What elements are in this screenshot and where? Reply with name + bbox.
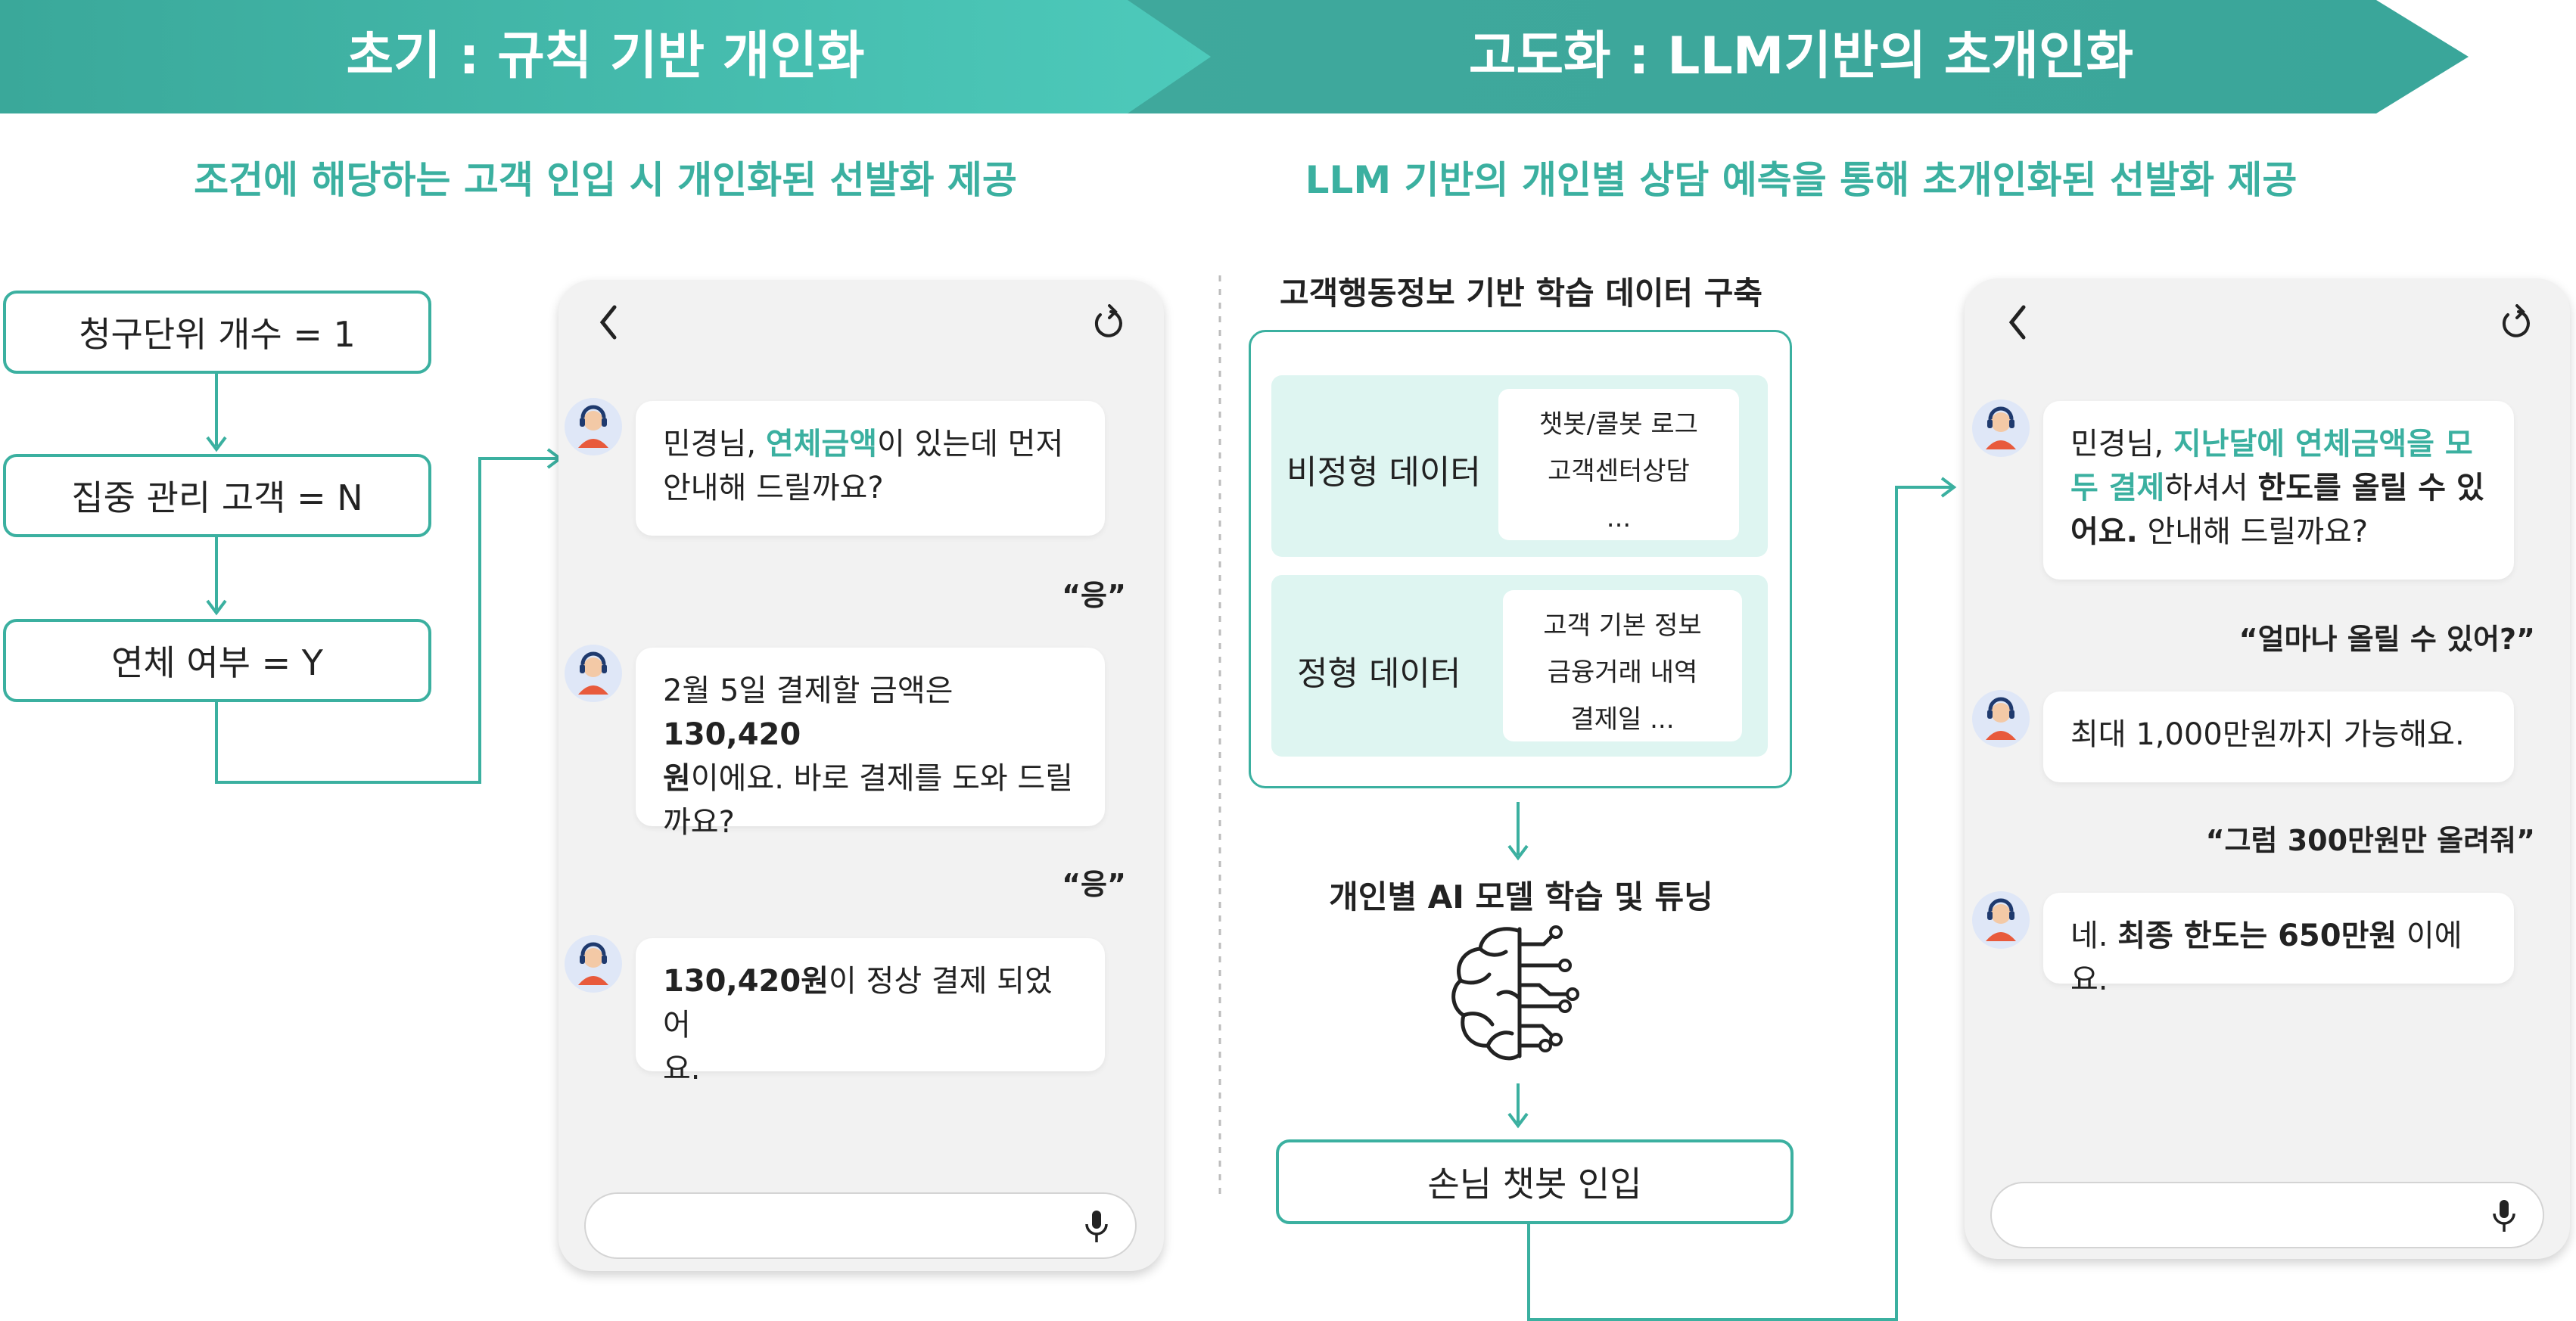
banner-arrows (0, 0, 2469, 113)
agent-avatar-icon (1972, 891, 2030, 949)
brain-circuit-icon (1451, 925, 1579, 1061)
banner-left-title: 초기 : 규칙 기반 개인화 (346, 26, 865, 86)
microphone-icon[interactable] (1084, 1209, 1109, 1244)
rule-box-managed: 집중 관리 고객 = N (3, 454, 431, 537)
chat-bubble-user: “응” (1062, 579, 1126, 612)
agent-avatar-icon (565, 935, 622, 993)
training-data-container (1249, 330, 1792, 788)
banner-right-title: 고도화 : LLM기반의 초개인화 (1468, 26, 2134, 86)
chat-bubble-bot: 2월 5일 결제할 금액은 130,420 원이에요. 바로 결제를 도와 드릴… (636, 648, 1105, 840)
chat-bubble-user: “얼마나 올릴 수 있어?” (2238, 623, 2535, 656)
subtitle-right: LLM 기반의 개인별 상담 예측을 통해 초개인화된 선발화 제공 (1305, 158, 2298, 202)
customer-entry-box: 손님 챗봇 인입 (1276, 1139, 1794, 1224)
structured-data-label: 정형 데이터 (1297, 654, 1461, 693)
chat-bubble-user: “그럼 300만원만 올려줘” (2205, 824, 2535, 857)
chat-input[interactable] (1990, 1182, 2544, 1248)
section-title-data: 고객행동정보 기반 학습 데이터 구축 (1279, 275, 1763, 312)
chat-bubble-bot: 130,420원이 정상 결제 되었어 요. (636, 938, 1105, 1086)
banner-right-fill (1120, 0, 2469, 113)
subtitle-left: 조건에 해당하는 고객 인입 시 개인화된 선발화 제공 (194, 158, 1017, 202)
chat-bubble-bot: 네. 최종 한도는 650만원 이에요. (2043, 893, 2514, 997)
unstructured-data-label: 비정형 데이터 (1286, 453, 1481, 492)
agent-avatar-icon (565, 398, 622, 455)
unstructured-data-items: 챗봇/콜봇 로그 고객센터상담 ... (1498, 389, 1739, 540)
agent-avatar-icon (565, 645, 622, 702)
refresh-icon[interactable] (1093, 304, 1126, 340)
agent-avatar-icon (1972, 690, 2030, 748)
chat-bubble-bot: 최대 1,000만원까지 가능해요. (2043, 692, 2514, 782)
rule-box-overdue: 연체 여부 = Y (3, 619, 431, 702)
chat-bubble-bot: 민경님, 지난달에 연체금액을 모 두 결제하셔서 한도를 올릴 수 있 어요.… (2043, 401, 2514, 580)
chat-input[interactable] (584, 1192, 1137, 1259)
rule-box-billing: 청구단위 개수 = 1 (3, 291, 431, 374)
banner-left-fill (0, 0, 1211, 113)
chat-bubble-bot: 민경님, 연체금액이 있는데 먼저 안내해 드릴까요? (636, 401, 1105, 536)
refresh-icon[interactable] (2500, 304, 2534, 340)
model-tuning-label: 개인별 AI 모델 학습 및 튜닝 (1329, 878, 1713, 915)
microphone-icon[interactable] (2491, 1198, 2517, 1233)
structured-data-items: 고객 기본 정보 금융거래 내역 결제일 ... (1503, 590, 1742, 741)
back-chevron-icon[interactable] (2007, 303, 2030, 342)
agent-avatar-icon (1972, 399, 2030, 457)
chat-bubble-user: “응” (1062, 868, 1126, 901)
back-chevron-icon[interactable] (598, 303, 621, 342)
